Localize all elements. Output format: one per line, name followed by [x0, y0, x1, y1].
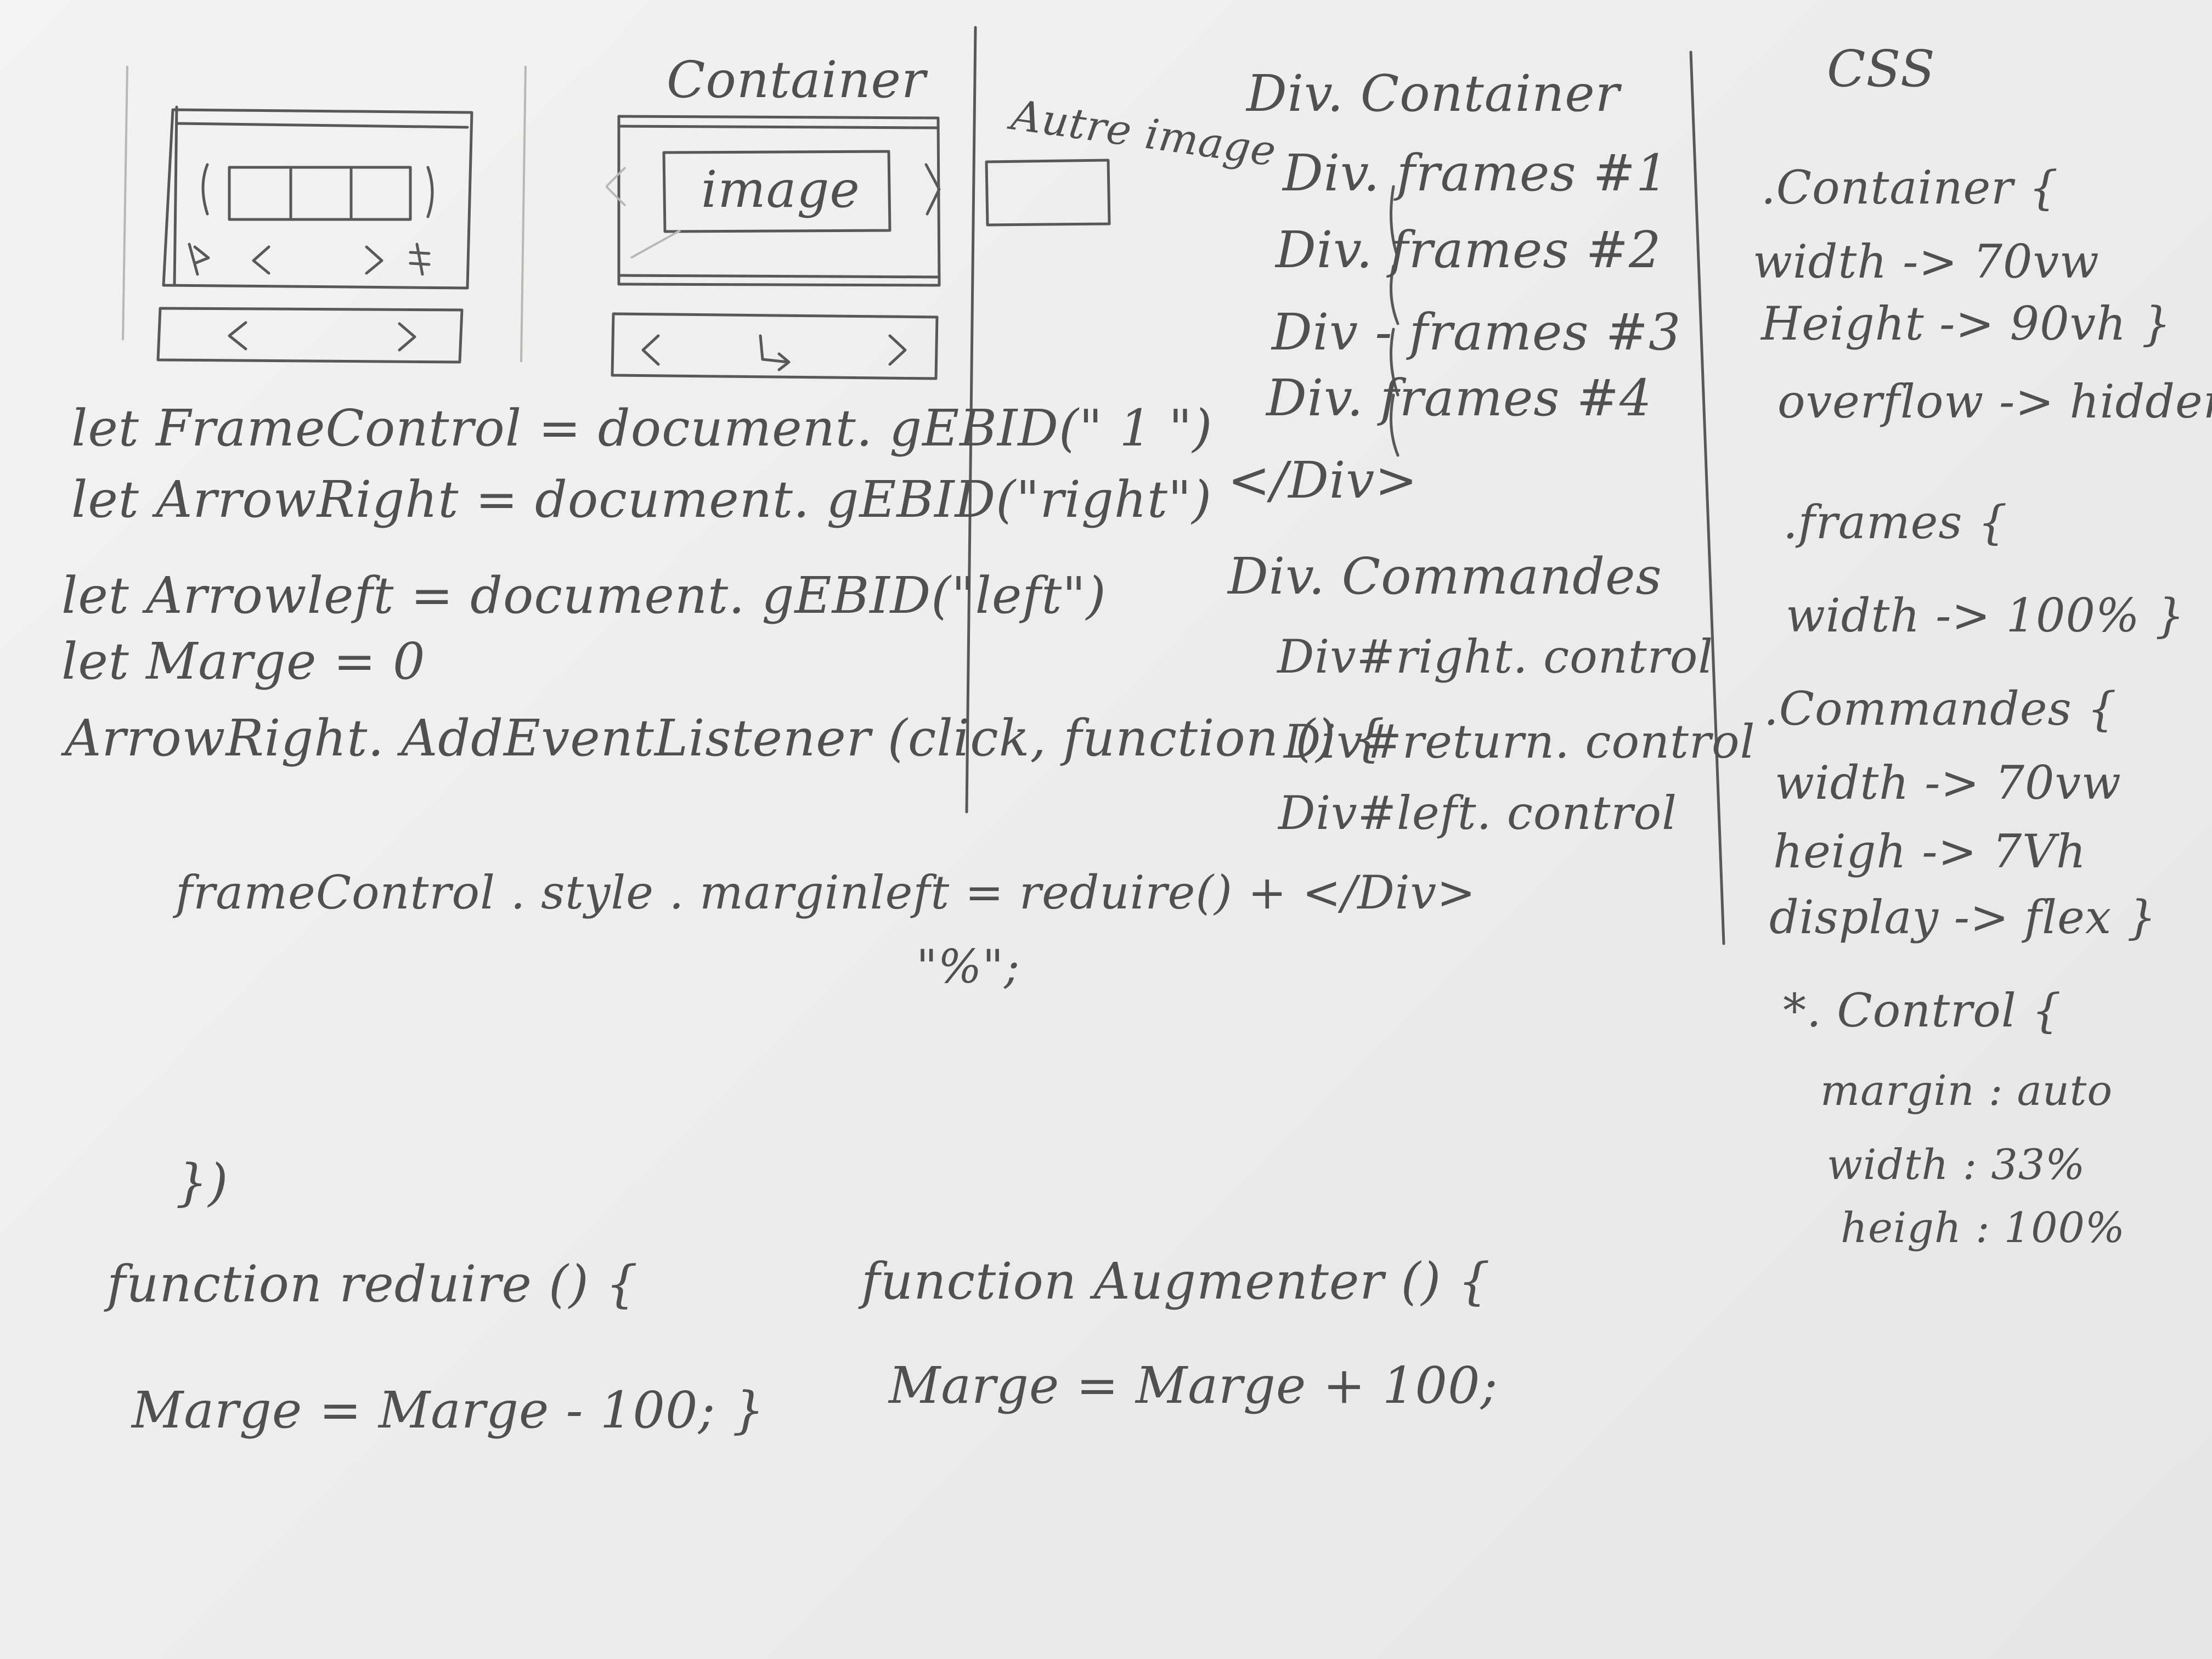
css-line-14: heigh : 100%	[1841, 1203, 2126, 1252]
control-left-div: Div#left. control	[1278, 786, 1677, 840]
close-div: </Div>	[1228, 451, 1418, 510]
js-line-6: frameControl . style . marginleft = redu…	[176, 866, 1476, 919]
divider-line-3	[1689, 50, 1725, 945]
css-line-6: width -> 100% }	[1786, 589, 2185, 642]
css-line-12: margin : auto	[1820, 1066, 2113, 1115]
css-line-4: overflow -> hidden }	[1778, 375, 2212, 428]
js-line-4: let Marge = 0	[61, 632, 426, 691]
frame-div-4: Div. frames #4	[1266, 369, 1652, 427]
css-line-3: Height -> 90vh }	[1761, 297, 2172, 351]
css-line-5: .frames {	[1783, 495, 2008, 549]
container-div: Div. Container	[1246, 64, 1620, 123]
container-title: Container	[667, 50, 926, 109]
css-line-7: .Commandes {	[1764, 682, 2117, 736]
control-return-div: Div#return. control	[1284, 715, 1756, 769]
js-line-7: "%";	[916, 940, 1020, 994]
function-augmenter-body: Marge = Marge + 100;	[889, 1356, 1498, 1415]
css-line-8: width -> 70vw	[1775, 756, 2121, 810]
margin-line-left	[122, 65, 128, 341]
css-line-10: display -> flex }	[1769, 890, 2157, 944]
container-image-sketch	[605, 115, 941, 380]
other-image-box	[985, 159, 1111, 227]
frame-div-3: Div - frames #3	[1272, 303, 1681, 362]
js-line-2: let ArrowRight = document. gEBID("right"…	[71, 470, 1212, 529]
css-line-13: width : 33%	[1827, 1140, 2086, 1189]
function-reduire-signature: function reduire () {	[107, 1255, 639, 1313]
function-reduire-body: Marge = Marge - 100; }	[132, 1381, 765, 1440]
image-label: image	[701, 160, 860, 219]
js-line-8: })	[176, 1153, 229, 1212]
control-right-div: Div#right. control	[1277, 630, 1714, 684]
css-line-11: *. Control {	[1783, 984, 2062, 1037]
commands-div: Div. Commandes	[1228, 547, 1662, 606]
js-line-1: let FrameControl = document. gEBID(" 1 "…	[71, 399, 1213, 458]
css-line-2: width -> 70vw	[1753, 235, 2100, 289]
css-line-9: heigh -> 7Vh	[1773, 825, 2086, 878]
divider-line-1	[520, 65, 527, 363]
slider-wireframe-sketch	[156, 105, 473, 364]
frame-div-2: Div. frames #2	[1276, 221, 1662, 279]
css-line-1: .Container {	[1761, 161, 2059, 215]
function-augmenter-signature: function Augmenter () {	[861, 1252, 1491, 1311]
frame-div-1: Div. frames #1	[1283, 144, 1669, 202]
js-line-5: ArrowRight. AddEventListener (click, fun…	[65, 709, 1385, 768]
js-line-3: let Arrowleft = document. gEBID("left")	[61, 566, 1107, 625]
other-image-label: Autre image	[1008, 90, 1280, 176]
css-heading: CSS	[1827, 40, 1936, 98]
